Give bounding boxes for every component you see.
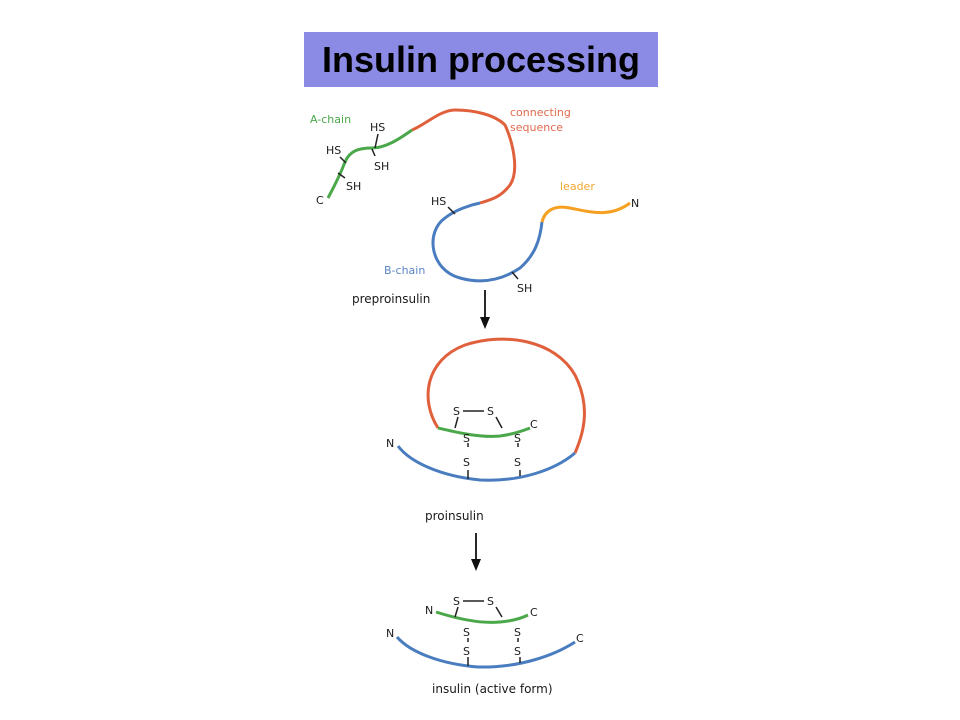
page-title: Insulin processing: [321, 38, 641, 80]
preproinsulin-group: A-chain HS HS SH SH C connecting sequenc…: [310, 106, 639, 306]
sulfur-label: S: [487, 595, 494, 608]
down-arrow-icon: [471, 533, 481, 571]
preproinsulin-connecting-sequence: [411, 108, 517, 205]
preproinsulin-a-chain: [326, 128, 413, 199]
sulfur-label: S: [463, 432, 470, 445]
proinsulin-a-chain: [437, 426, 531, 438]
sulfur-label: S: [453, 595, 460, 608]
disulfide-bond: [454, 416, 459, 429]
proinsulin-b-chain: [396, 445, 576, 482]
sulfur-label: S: [453, 405, 460, 418]
sh-bond-tick: [371, 148, 376, 157]
sulfur-label: S: [514, 432, 521, 445]
sh-bond-tick: [447, 206, 456, 215]
b-chain-label: B-chain: [384, 264, 425, 277]
n-terminus-label: N: [386, 627, 394, 640]
disulfide-bond: [495, 416, 503, 429]
c-terminus-label: C: [530, 418, 538, 431]
sulfur-label: S: [514, 456, 521, 469]
a-chain-label: A-chain: [310, 113, 351, 126]
sulfur-label: S: [463, 456, 470, 469]
disulfide-bond: [495, 606, 503, 618]
proinsulin-connecting-loop: [426, 337, 586, 454]
sh-label: SH: [517, 282, 532, 295]
leader-label: leader: [560, 180, 595, 193]
title-banner: Insulin processing: [304, 32, 658, 87]
hs-label: HS: [370, 121, 385, 134]
insulin-caption: insulin (active form): [432, 682, 553, 696]
sh-bond-tick: [337, 172, 346, 179]
hs-label: HS: [431, 195, 446, 208]
sh-bond-tick: [339, 156, 347, 164]
n-terminus-label: N: [631, 197, 639, 210]
c-terminus-label: C: [316, 194, 324, 207]
n-terminus-label: N: [425, 604, 433, 617]
insulin-group: S S N C S S S S N C insulin (active form…: [386, 595, 584, 696]
insulin-b-chain: [395, 635, 576, 669]
sh-label: SH: [374, 160, 389, 173]
insulin-a-chain: [435, 610, 529, 624]
c-terminus-label: C: [576, 632, 584, 645]
sulfur-label: S: [514, 645, 521, 658]
sh-bond-tick: [374, 133, 379, 149]
sulfur-label: S: [514, 626, 521, 639]
proinsulin-group: S S C S S S S N proinsulin: [386, 337, 586, 523]
sh-label: SH: [346, 180, 361, 193]
c-terminus-label: C: [530, 606, 538, 619]
n-terminus-label: N: [386, 437, 394, 450]
disulfide-bond: [454, 606, 459, 618]
sulfur-label: S: [463, 645, 470, 658]
sh-bond-tick: [511, 271, 519, 280]
sulfur-label: S: [487, 405, 494, 418]
preproinsulin-leader: [540, 201, 631, 223]
hs-label: HS: [326, 144, 341, 157]
preproinsulin-caption: preproinsulin: [352, 292, 430, 306]
down-arrow-icon: [480, 290, 490, 329]
sulfur-label: S: [463, 626, 470, 639]
proinsulin-caption: proinsulin: [425, 509, 484, 523]
connecting-label-line2: sequence: [510, 121, 563, 134]
connecting-label-line1: connecting: [510, 106, 571, 119]
preproinsulin-b-chain: [431, 201, 544, 283]
